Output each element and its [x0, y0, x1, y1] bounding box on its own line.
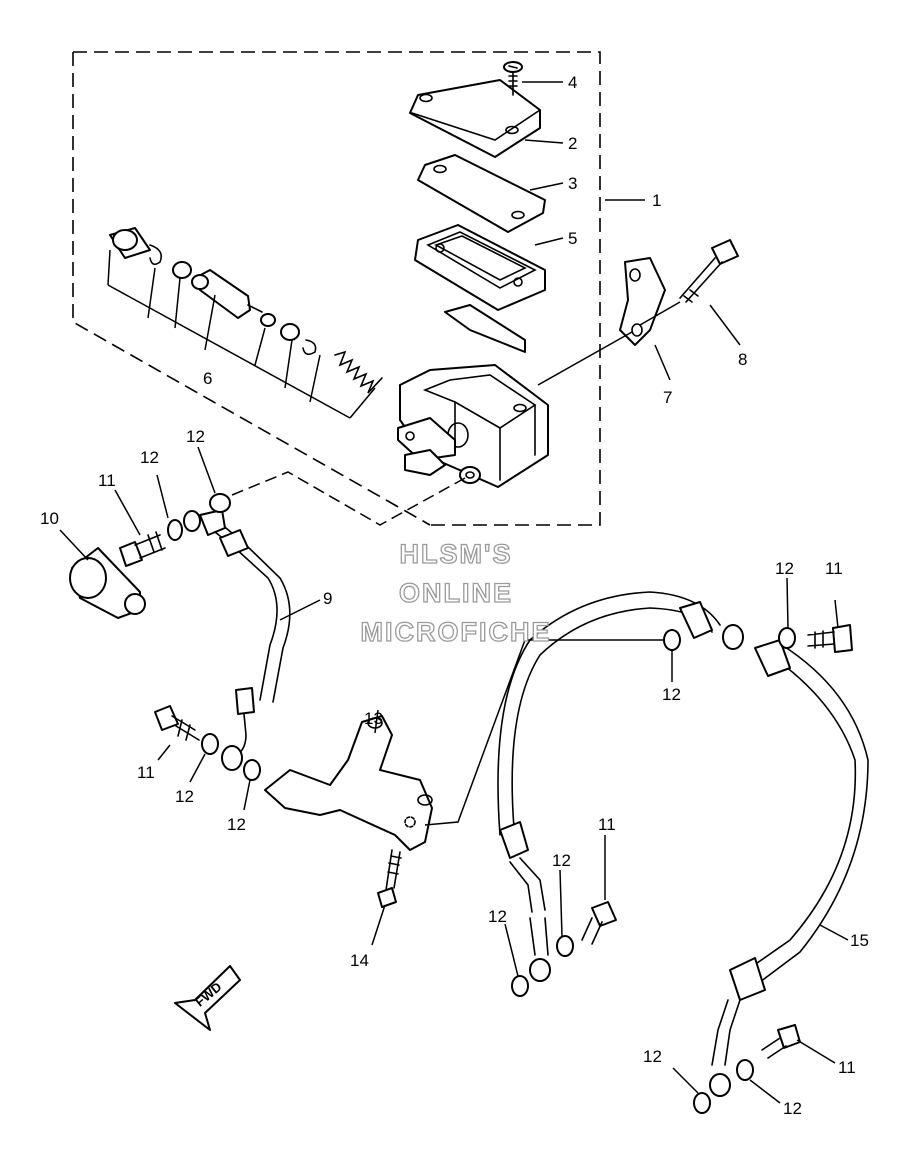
- hose-joint-bracket[interactable]: [264, 715, 433, 851]
- banjo-bolt-cover[interactable]: [69, 547, 146, 619]
- callout-12-b: 12: [186, 427, 205, 446]
- callout-12-j: 12: [643, 1047, 662, 1066]
- assembly-boundary: [72, 51, 601, 526]
- clamp-bolt[interactable]: [639, 239, 739, 326]
- callout-12-h: 12: [488, 907, 507, 926]
- callout-2: 2: [568, 134, 577, 153]
- callout-leaders: [59, 81, 849, 1104]
- hose-to-master-line: [231, 471, 466, 526]
- union-bolt-upper[interactable]: [119, 531, 166, 567]
- callout-12-d: 12: [227, 815, 246, 834]
- fwd-arrow-icon: FWD: [174, 965, 241, 1031]
- callout-13: 13: [364, 709, 383, 728]
- watermark-line3: MICROFICHE: [361, 617, 552, 647]
- diaphragm[interactable]: [414, 224, 546, 311]
- watermark-line2: ONLINE: [399, 578, 513, 608]
- callout-3: 3: [568, 174, 577, 193]
- callout-14: 14: [350, 951, 369, 970]
- master-cylinder-body[interactable]: [397, 364, 549, 488]
- callout-9: 9: [323, 589, 332, 608]
- piston-kit[interactable]: [109, 227, 383, 394]
- washer-mid[interactable]: [663, 629, 681, 651]
- body-to-bracket-line: [537, 331, 633, 386]
- callout-7: 7: [663, 388, 672, 407]
- reservoir-protector-plate[interactable]: [444, 304, 526, 353]
- callout-4: 4: [568, 73, 577, 92]
- bracket-bolt[interactable]: [377, 849, 402, 908]
- union-bolt-lower-left[interactable]: [154, 705, 261, 781]
- callout-12-c: 12: [175, 787, 194, 806]
- callout-11-d: 11: [598, 815, 616, 834]
- reservoir-cap[interactable]: [409, 79, 541, 158]
- callout-12-f: 12: [662, 685, 681, 704]
- callout-11-e: 11: [838, 1058, 856, 1077]
- callout-5: 5: [568, 229, 577, 248]
- brake-hose-upper[interactable]: [199, 509, 291, 771]
- union-bolt-right-upper[interactable]: [778, 624, 853, 653]
- callout-10: 10: [40, 509, 59, 528]
- brake-hose-lower[interactable]: [497, 591, 869, 1097]
- callout-8: 8: [738, 350, 747, 369]
- bracket-to-hose-line: [424, 639, 665, 826]
- copper-washers-upper[interactable]: [167, 493, 231, 541]
- callout-12-e: 12: [775, 559, 794, 578]
- callout-11-a: 11: [98, 471, 116, 490]
- callout-11-b: 11: [137, 763, 155, 782]
- clamp-bracket[interactable]: [619, 257, 666, 346]
- callout-6: 6: [203, 369, 212, 388]
- callout-12-a: 12: [140, 448, 159, 467]
- callout-12-g: 12: [552, 851, 571, 870]
- callout-1: 1: [652, 191, 661, 210]
- kit-leaders: [107, 249, 376, 419]
- callout-11-c: 11: [825, 559, 843, 578]
- watermark-line1: HLSM'S: [400, 539, 513, 569]
- union-bolt-center[interactable]: [511, 901, 617, 997]
- union-bolt-lower-right[interactable]: [693, 1024, 801, 1114]
- cap-screw[interactable]: [503, 61, 523, 96]
- callout-15: 15: [850, 931, 869, 950]
- callout-12-i: 12: [783, 1099, 802, 1118]
